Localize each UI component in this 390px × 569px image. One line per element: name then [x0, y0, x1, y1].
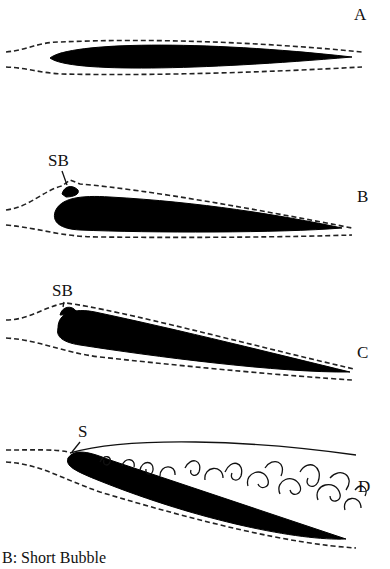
- panel-letter: C: [357, 344, 368, 363]
- separated-shear-layer: [70, 442, 356, 455]
- panel-letter: A: [354, 6, 366, 25]
- airfoil: [58, 311, 350, 372]
- callout-label: SB: [48, 152, 69, 171]
- panel-letter: D: [358, 478, 370, 497]
- wake-eddies: [100, 457, 366, 510]
- boundary-layer: [6, 450, 68, 452]
- airfoil: [50, 45, 352, 68]
- leader-line: [62, 171, 67, 185]
- airfoil: [67, 452, 346, 539]
- footnote: B: Short Bubble: [2, 549, 106, 567]
- callout-label: S: [78, 423, 87, 442]
- leader-line: [72, 442, 80, 452]
- leader-line: [63, 302, 64, 307]
- airfoil: [54, 196, 342, 232]
- short-bubble: [60, 307, 76, 315]
- panel-letter: B: [357, 188, 368, 207]
- boundary-layer: [6, 67, 362, 75]
- callout-label: SB: [52, 282, 73, 301]
- short-bubble: [62, 187, 78, 197]
